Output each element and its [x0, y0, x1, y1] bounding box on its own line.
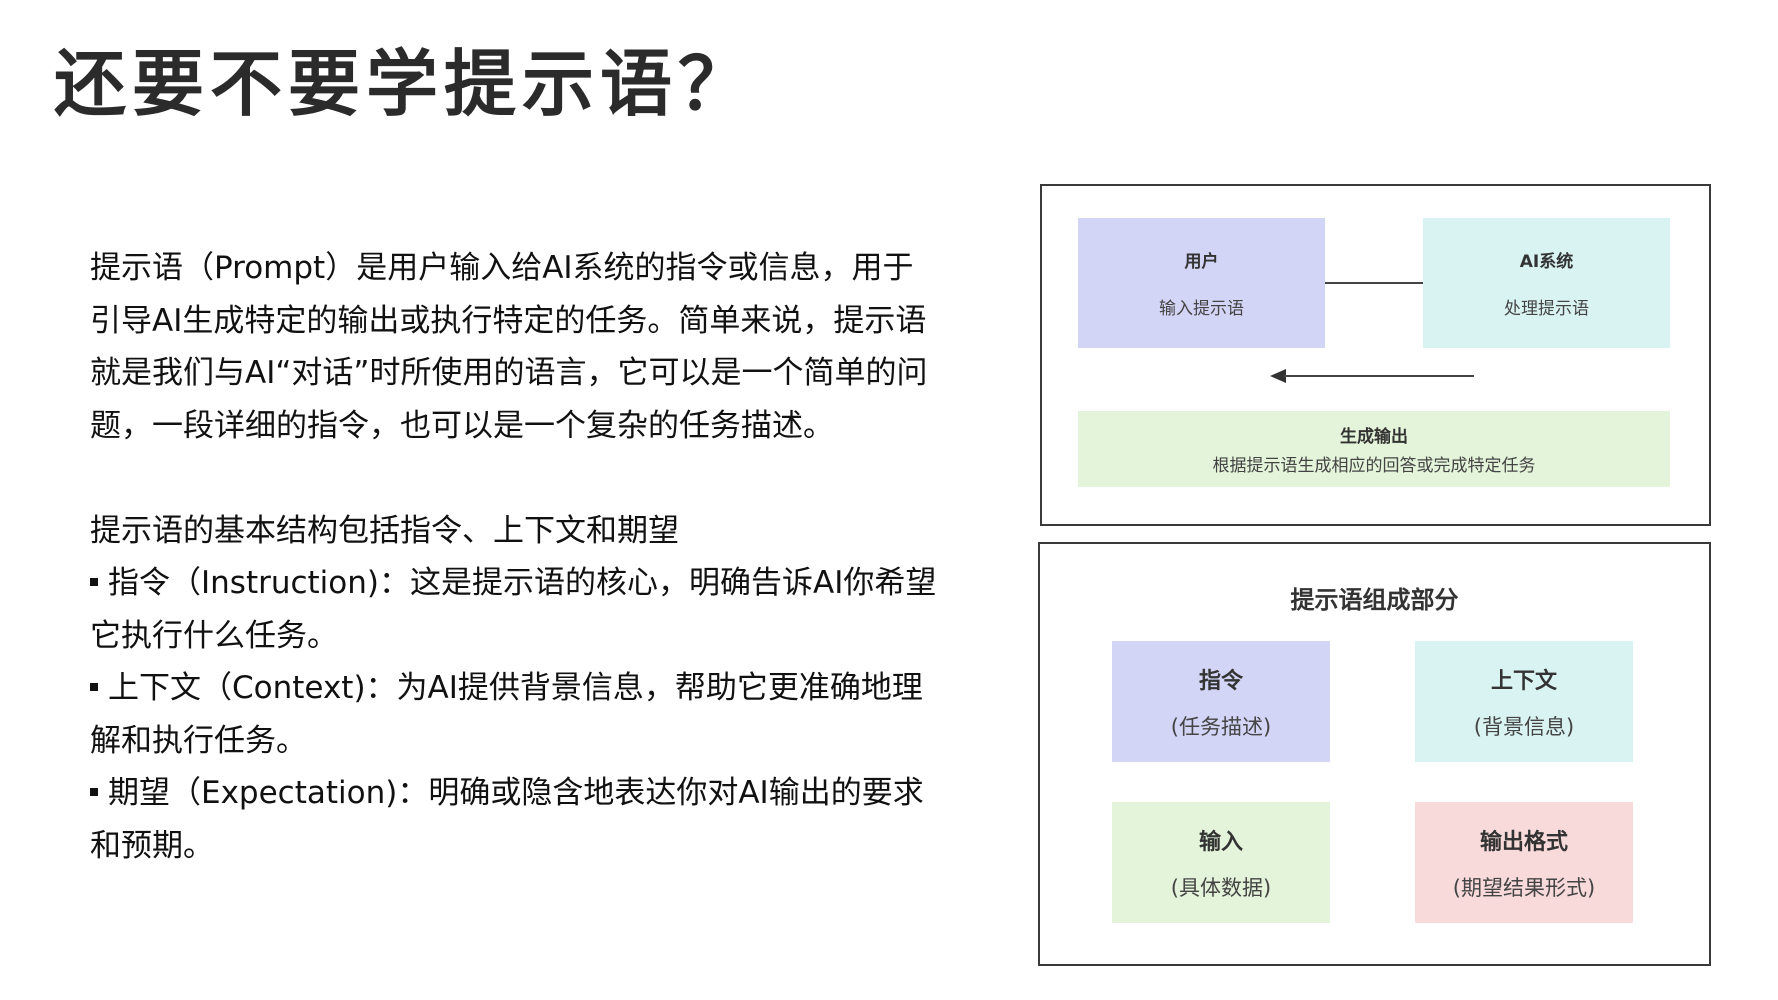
ai-node-title: AI系统: [1519, 252, 1574, 272]
square-bullet-icon: [90, 577, 98, 586]
part-title: 输入: [1198, 829, 1243, 855]
structure-paragraph: 提示语的基本结构包括指令、上下文和期望 指令（Instruction)：这是提示…: [90, 505, 1010, 873]
bullet-item: 指令（Instruction)：这是提示语的核心，明确告诉AI你希望: [90, 557, 1010, 610]
intro-paragraph: 提示语（Prompt）是用户输入给AI系统的指令或信息，用于 引导AI生成特定的…: [90, 242, 1010, 452]
intro-line: 引导AI生成特定的输出或执行特定的任务。简单来说，提示语: [90, 302, 927, 339]
part-subtitle: (背景信息): [1473, 714, 1575, 739]
bullet-text: 期望（Expectation)：明确或隐含地表达你对AI输出的要求: [108, 775, 924, 811]
bullet-continuation: 解和执行任务。: [90, 722, 307, 759]
structure-heading: 提示语的基本结构包括指令、上下文和期望: [90, 512, 679, 549]
output-node-subtitle: 根据提示语生成相应的回答或完成特定任务: [1212, 456, 1536, 476]
part-title: 指令: [1198, 668, 1243, 694]
arrow-line: [1284, 375, 1474, 377]
bullet-text: 指令（Instruction)：这是提示语的核心，明确告诉AI你希望: [108, 565, 937, 601]
parts-diagram-title: 提示语组成部分: [1290, 586, 1459, 614]
part-output-format: 输出格式 (期望结果形式): [1415, 802, 1633, 923]
ai-system-node: AI系统 处理提示语: [1423, 218, 1670, 348]
arrow-left-icon: [1270, 369, 1286, 383]
user-node-title: 用户: [1184, 252, 1219, 272]
bullet-item: 期望（Expectation)：明确或隐含地表达你对AI输出的要求: [90, 767, 1010, 820]
intro-line: 就是我们与AI“对话”时所使用的语言，它可以是一个简单的问: [90, 355, 928, 391]
part-subtitle: (具体数据): [1170, 875, 1272, 900]
user-node-subtitle: 输入提示语: [1159, 299, 1244, 319]
bullet-text: 上下文（Context)：为AI提供背景信息，帮助它更准确地理: [108, 670, 923, 706]
square-bullet-icon: [90, 682, 98, 691]
bullet-continuation: 它执行什么任务。: [90, 617, 338, 654]
flow-diagram: 用户 输入提示语 AI系统 处理提示语 生成输出 根据提示语生成相应的回答或完成…: [1040, 184, 1711, 526]
part-subtitle: (期望结果形式): [1452, 875, 1596, 900]
square-bullet-icon: [90, 787, 98, 796]
part-subtitle: (任务描述): [1170, 714, 1272, 739]
intro-line: 提示语（Prompt）是用户输入给AI系统的指令或信息，用于: [90, 250, 914, 286]
parts-diagram: 提示语组成部分 指令 (任务描述) 上下文 (背景信息) 输入 (具体数据) 输…: [1038, 542, 1711, 966]
part-instruction: 指令 (任务描述): [1112, 641, 1330, 762]
bullet-continuation: 和预期。: [90, 827, 214, 864]
body-text: 提示语（Prompt）是用户输入给AI系统的指令或信息，用于 引导AI生成特定的…: [90, 242, 1010, 872]
part-title: 上下文: [1490, 668, 1557, 694]
page-title: 还要不要学提示语？: [54, 42, 757, 126]
output-node: 生成输出 根据提示语生成相应的回答或完成特定任务: [1078, 411, 1670, 487]
bullet-item: 上下文（Context)：为AI提供背景信息，帮助它更准确地理: [90, 662, 1010, 715]
part-input: 输入 (具体数据): [1112, 802, 1330, 923]
output-node-title: 生成输出: [1340, 427, 1408, 447]
part-context: 上下文 (背景信息): [1415, 641, 1633, 762]
ai-node-subtitle: 处理提示语: [1504, 299, 1589, 319]
part-title: 输出格式: [1479, 829, 1568, 855]
user-node: 用户 输入提示语: [1078, 218, 1325, 348]
connector-line: [1325, 282, 1423, 284]
intro-line: 题，一段详细的指令，也可以是一个复杂的任务描述。: [90, 407, 834, 444]
